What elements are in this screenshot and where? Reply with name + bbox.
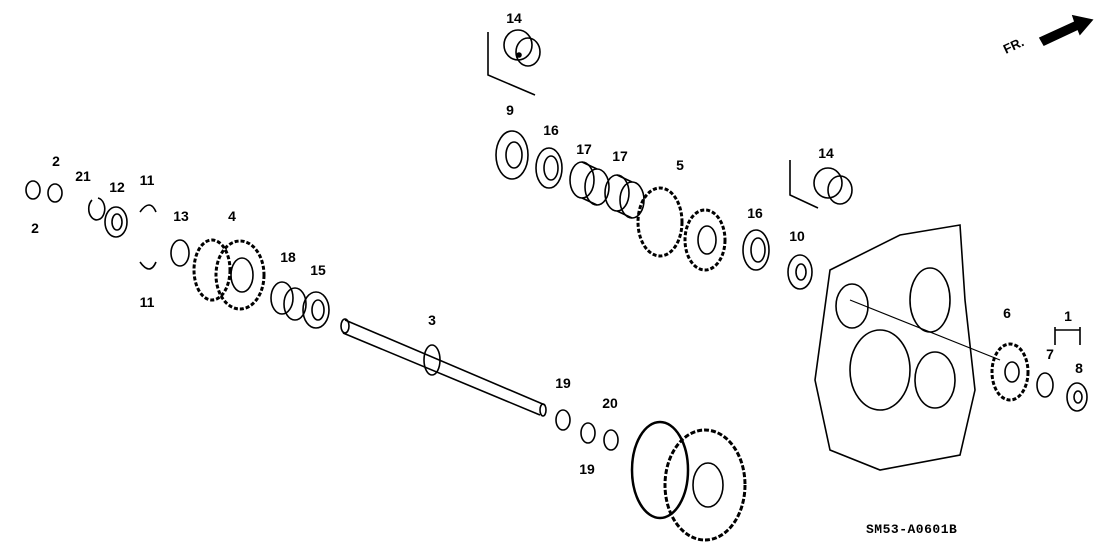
bracket-14-top <box>487 32 536 96</box>
callout-21: 21 <box>75 168 91 184</box>
callout-9: 9 <box>506 102 514 118</box>
part-17-needle-bearing-a <box>569 161 610 206</box>
callout-7: 7 <box>1046 346 1054 362</box>
callout-19: 19 <box>579 461 595 477</box>
part-15-bearing <box>302 291 330 329</box>
axis-line-6 <box>849 299 1001 361</box>
part-13-washer <box>170 239 190 267</box>
callout-5: 5 <box>676 157 684 173</box>
callout-18: 18 <box>280 249 296 265</box>
part-5-gear <box>636 186 727 272</box>
callout-17: 17 <box>576 141 592 157</box>
part-6-gear <box>990 342 1030 402</box>
part-19-ring-b <box>580 422 596 444</box>
callout-15: 15 <box>310 262 326 278</box>
part-19-ring-a <box>555 409 571 431</box>
part-4-gear <box>192 238 266 311</box>
callout-14: 14 <box>818 145 834 161</box>
callout-8: 8 <box>1075 360 1083 376</box>
part-18-needle-bearing <box>270 281 307 321</box>
transmission-housing <box>814 224 976 471</box>
part-16-bearing-b <box>742 229 770 271</box>
callout-11: 11 <box>139 294 155 310</box>
callout-11: 11 <box>139 172 155 188</box>
part-12-washer <box>104 206 128 238</box>
callout-13: 13 <box>173 208 189 224</box>
callout-6: 6 <box>1003 305 1011 321</box>
callout-10: 10 <box>789 228 805 244</box>
callout-19: 19 <box>555 375 571 391</box>
bracket-1 <box>1054 327 1081 345</box>
part-3-mainshaft <box>340 318 547 417</box>
part-21-snap-ring <box>87 197 106 221</box>
bracket-14-right <box>789 160 819 209</box>
callout-17: 17 <box>612 148 628 164</box>
clutch-drum <box>630 420 747 542</box>
part-16-bearing <box>535 147 563 189</box>
part-14-bushing-top <box>503 29 541 67</box>
callout-2: 2 <box>31 220 39 236</box>
part-8-nut <box>1066 382 1088 412</box>
diagram-code: SM53-A0601B <box>866 522 958 537</box>
callout-12: 12 <box>109 179 125 195</box>
part-11-cotter-top <box>139 204 157 213</box>
part-14-bushing-right <box>813 167 853 205</box>
callout-16: 16 <box>747 205 763 221</box>
part-9-washer <box>495 130 529 180</box>
part-2-ring-a <box>25 180 41 200</box>
callout-1: 1 <box>1064 308 1072 324</box>
part-20-ring <box>603 429 619 451</box>
callout-14: 14 <box>506 10 522 26</box>
callout-2: 2 <box>52 153 60 169</box>
part-11-cotter-bottom <box>139 261 157 270</box>
callout-20: 20 <box>602 395 618 411</box>
callout-3: 3 <box>428 312 436 328</box>
part-7-washer <box>1036 372 1054 398</box>
callout-4: 4 <box>228 208 236 224</box>
part-10-washer <box>787 254 813 290</box>
front-direction-arrow-icon <box>1038 14 1094 47</box>
part-2-ring-b <box>47 183 63 203</box>
callout-16: 16 <box>543 122 559 138</box>
